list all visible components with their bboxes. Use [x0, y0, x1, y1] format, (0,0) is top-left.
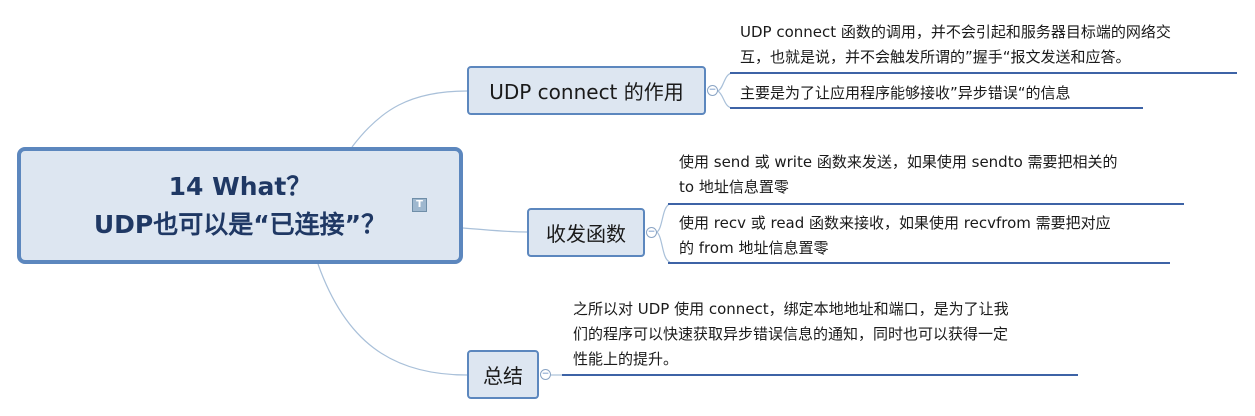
subtopic-async-error[interactable]: 主要是为了让应用程序能够接收”异步错误“的信息: [740, 81, 1071, 106]
topic-summary[interactable]: 总结: [467, 350, 539, 399]
connector-topic-2-to-leaf-2: [656, 231, 671, 263]
subtopic-line: 使用 send 或 write 函数来发送，如果使用 sendto 需要把相关的: [679, 153, 1118, 171]
collapse-toggle-icon[interactable]: −: [707, 85, 718, 96]
connector-root-to-topic-1: [351, 90, 468, 148]
subtopic-line: 使用 recv 或 read 函数来接收，如果使用 recvfrom 需要把对应: [679, 214, 1111, 232]
note-icon[interactable]: T: [412, 198, 427, 212]
central-topic[interactable]: 14 What？ UDP也可以是“已连接”？: [17, 147, 463, 264]
subtopic-connect-no-handshake[interactable]: UDP connect 函数的调用，并不会引起和服务器目标端的网络交 互，也就是…: [740, 20, 1171, 70]
connector-topic-2-to-leaf-1: [656, 203, 671, 233]
subtopic-line: 之所以对 UDP 使用 connect，绑定本地地址和端口，是为了让我: [573, 300, 1009, 318]
topic-label: UDP connect 的作用: [489, 80, 684, 104]
central-topic-line-2: UDP也可以是“已连接”？: [93, 209, 387, 239]
central-topic-line-1: 14 What？: [168, 171, 312, 201]
topic-label: 收发函数: [546, 222, 626, 246]
subtopic-line: UDP connect 函数的调用，并不会引起和服务器目标端的网络交: [740, 23, 1171, 41]
subtopic-line: 互，也就是说，并不会触发所谓的”握手“报文发送和应答。: [740, 48, 1131, 66]
connector-topic-1-to-leaf-2: [717, 90, 733, 109]
collapse-toggle-icon[interactable]: −: [540, 369, 551, 380]
subtopic-recv-read[interactable]: 使用 recv 或 read 函数来接收，如果使用 recvfrom 需要把对应…: [679, 211, 1111, 261]
subtopic-line: 们的程序可以快速获取异步错误信息的通知，同时也可以获得一定: [573, 325, 1009, 343]
subtopic-line: 的 from 地址信息置零: [679, 239, 829, 257]
topic-udp-connect-purpose[interactable]: UDP connect 的作用: [467, 66, 706, 115]
subtopic-line: 主要是为了让应用程序能够接收”异步错误“的信息: [740, 84, 1071, 102]
subtopic-summary-text[interactable]: 之所以对 UDP 使用 connect，绑定本地地址和端口，是为了让我 们的程序…: [573, 297, 1009, 372]
topic-label: 总结: [483, 364, 523, 388]
subtopic-line: to 地址信息置零: [679, 178, 789, 196]
connector-topic-1-to-leaf-1: [717, 72, 733, 92]
connector-root-to-topic-3: [317, 263, 468, 376]
subtopic-send-write[interactable]: 使用 send 或 write 函数来发送，如果使用 sendto 需要把相关的…: [679, 150, 1118, 200]
topic-send-receive-functions[interactable]: 收发函数: [527, 208, 645, 257]
subtopic-line: 性能上的提升。: [573, 350, 679, 368]
collapse-toggle-icon[interactable]: −: [646, 227, 657, 238]
connector-root-to-topic-2: [462, 227, 528, 233]
